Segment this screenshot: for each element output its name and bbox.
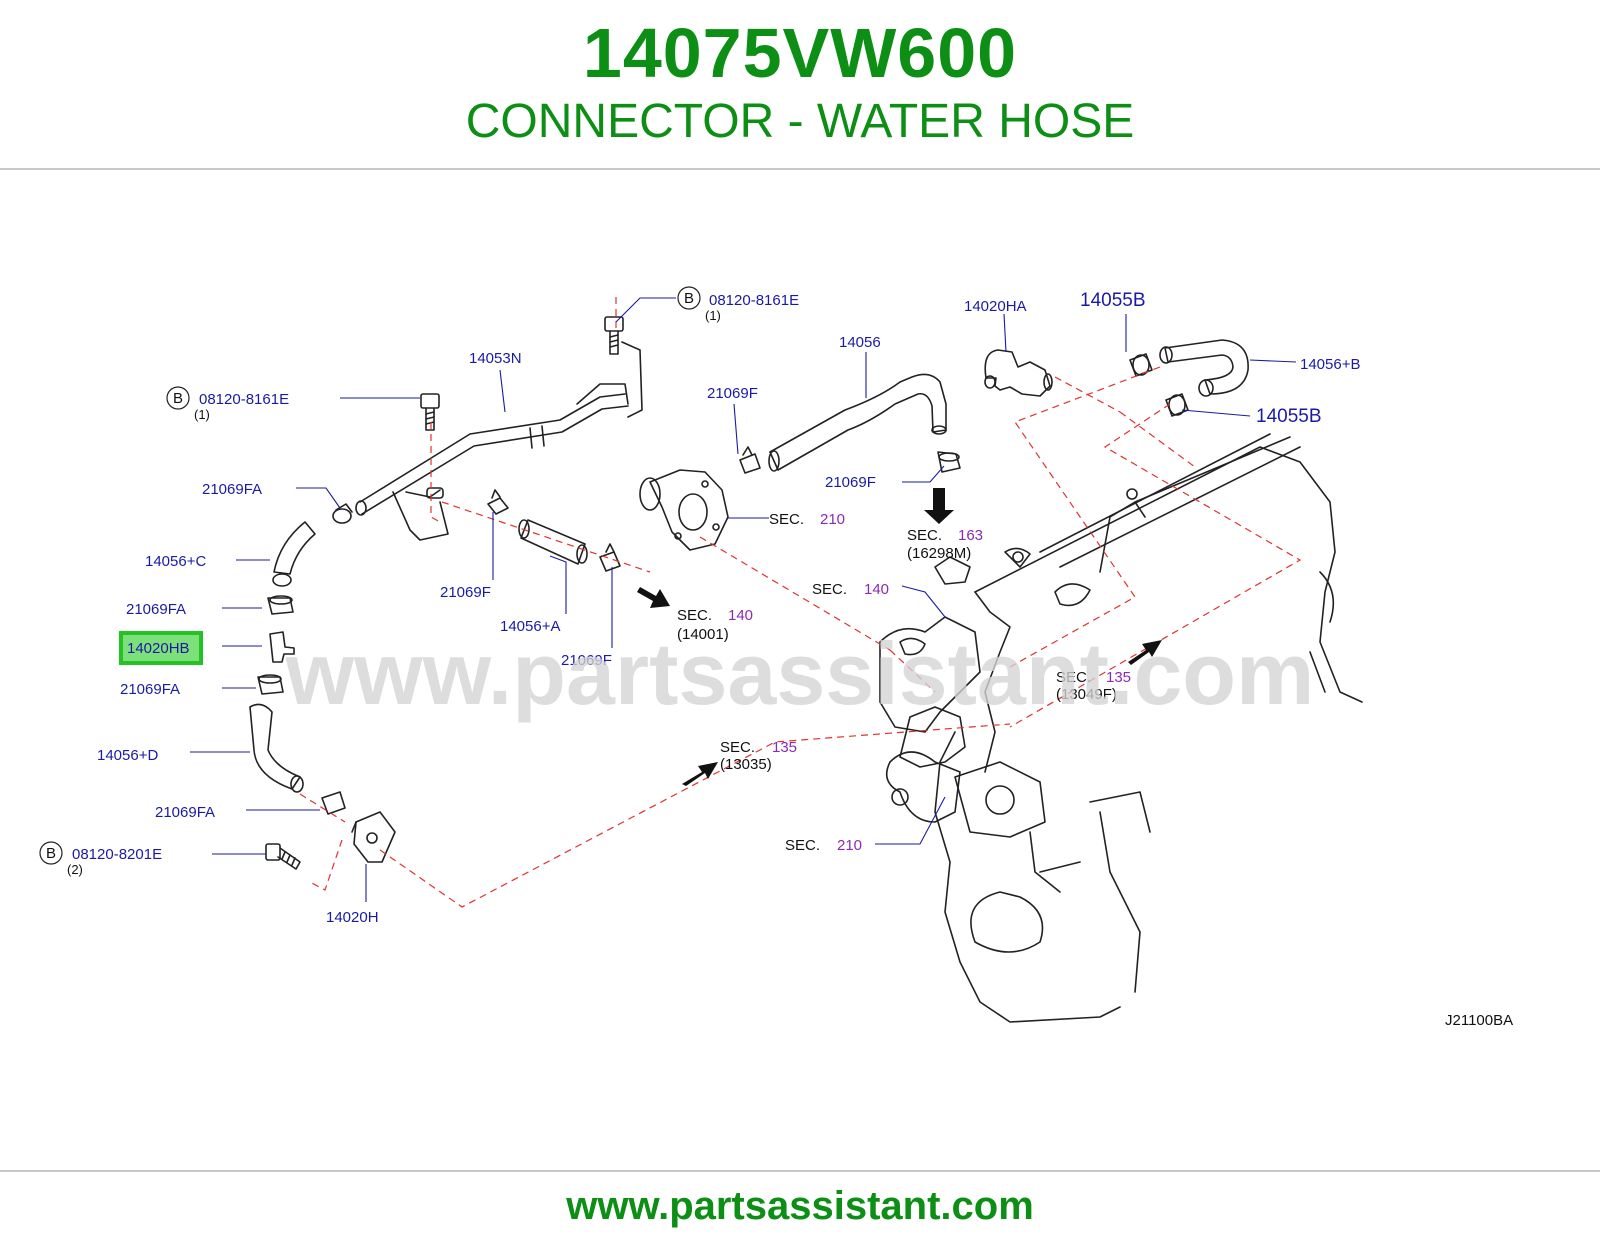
connector-ha-drawing xyxy=(984,349,1053,397)
callout-bolt-top-qty: (1) xyxy=(705,308,721,323)
callout-connector-ha[interactable]: 14020HA xyxy=(964,298,1027,315)
water-pipe-drawing xyxy=(355,341,643,541)
callout-bolt-bottom[interactable]: 08120-8201E xyxy=(72,846,162,863)
svg-text:135: 135 xyxy=(1106,669,1131,686)
svg-text:SEC.: SEC. xyxy=(677,607,712,624)
bolt-left-drawing xyxy=(420,393,440,431)
svg-text:(13035): (13035) xyxy=(720,756,772,773)
svg-text:SEC.: SEC. xyxy=(1056,669,1091,686)
reference-dashed-lines xyxy=(299,297,1302,908)
parts-diagram: B B B 08120-8161E (1) 08120-8161E (1) 08… xyxy=(0,172,1600,1162)
svg-text:B: B xyxy=(46,845,56,862)
callout-hose-main[interactable]: 14056 xyxy=(839,334,881,351)
callout-clamp-f-2[interactable]: 21069F xyxy=(561,652,612,669)
svg-text:(13049F): (13049F) xyxy=(1056,686,1117,703)
watermark-text: www.partsassistant.com xyxy=(285,624,1315,723)
footer-url-link[interactable]: www.partsassistant.com xyxy=(566,1184,1034,1228)
part-number-title: 14075VW600 xyxy=(582,14,1018,92)
svg-text:SEC.: SEC. xyxy=(907,527,942,544)
callout-clamp-fa-2[interactable]: 21069FA xyxy=(126,601,186,618)
callout-clamp-f-4[interactable]: 21069F xyxy=(825,474,876,491)
section-ref-135-b[interactable]: SEC. 135 (13035) xyxy=(720,739,797,773)
callout-hose-a[interactable]: 14056+A xyxy=(500,618,560,635)
left-hose-assembly-drawing xyxy=(249,503,396,863)
hose-b-drawing xyxy=(1129,339,1249,417)
callout-bolt-left-qty: (1) xyxy=(194,407,210,422)
callout-clamp-14055b-1[interactable]: 14055B xyxy=(1080,290,1146,311)
callout-hose-c[interactable]: 14056+C xyxy=(145,553,206,570)
section-ref-163[interactable]: SEC. 163 (16298M) xyxy=(907,527,983,562)
callout-clamp-14055b-2[interactable]: 14055B xyxy=(1256,406,1322,427)
part-name-subtitle: CONNECTOR - WATER HOSE xyxy=(465,95,1135,148)
svg-text:SEC.: SEC. xyxy=(769,511,804,528)
svg-text:SEC.: SEC. xyxy=(720,739,755,756)
callout-bolt-left[interactable]: 08120-8161E xyxy=(199,391,289,408)
hose-a-drawing xyxy=(487,489,621,572)
section-ref-210-b[interactable]: SEC. 210 xyxy=(785,837,862,854)
bolt-bottom-drawing xyxy=(265,843,301,870)
highlight-box xyxy=(119,631,203,665)
callout-clamp-fa-3[interactable]: 21069FA xyxy=(120,681,180,698)
section-ref-135-a[interactable]: SEC. 135 (13049F) xyxy=(1056,669,1131,703)
svg-text:210: 210 xyxy=(837,837,862,854)
svg-text:SEC.: SEC. xyxy=(785,837,820,854)
svg-text:163: 163 xyxy=(958,527,983,544)
leader-lines xyxy=(190,297,1297,902)
engine-block-drawing xyxy=(879,433,1363,1023)
bolt-marker-left: B xyxy=(166,386,190,410)
callout-pipe-14053n[interactable]: 14053N xyxy=(469,350,522,367)
section-ref-140-a[interactable]: SEC. 140 (14001) xyxy=(677,607,753,643)
svg-text:140: 140 xyxy=(728,607,753,624)
callout-clamp-fa-4[interactable]: 21069FA xyxy=(155,804,215,821)
section-ref-210-a[interactable]: SEC. 210 xyxy=(769,511,845,528)
callout-hose-d[interactable]: 14056+D xyxy=(97,747,158,764)
figure-code: J21100BA xyxy=(1445,1012,1513,1029)
svg-text:SEC.: SEC. xyxy=(812,581,847,598)
header-divider xyxy=(0,168,1600,170)
callout-connector-h[interactable]: 14020H xyxy=(326,909,379,926)
callout-bolt-bottom-qty: (2) xyxy=(67,862,83,877)
thermostat-housing-drawing xyxy=(639,469,729,551)
callout-hose-b[interactable]: 14056+B xyxy=(1300,356,1360,373)
svg-text:210: 210 xyxy=(820,511,845,528)
svg-text:B: B xyxy=(173,390,183,407)
section-arrows xyxy=(637,488,1162,786)
bolt-marker-top: B xyxy=(677,286,701,310)
arrow-sec-140 xyxy=(637,587,670,608)
callout-clamp-f-3[interactable]: 21069F xyxy=(707,385,758,402)
callout-clamp-fa-1[interactable]: 21069FA xyxy=(202,481,262,498)
arrow-sec-135-right xyxy=(1128,640,1162,665)
svg-text:140: 140 xyxy=(864,581,889,598)
svg-text:(16298M): (16298M) xyxy=(907,545,971,562)
callout-bolt-top[interactable]: 08120-8161E xyxy=(709,292,799,309)
svg-text:(14001): (14001) xyxy=(677,626,729,643)
diagram-canvas: B B B 08120-8161E (1) 08120-8161E (1) 08… xyxy=(39,286,1513,1029)
hose-main-drawing xyxy=(739,373,961,474)
svg-text:135: 135 xyxy=(772,739,797,756)
arrow-down-sec-163 xyxy=(924,488,954,524)
callout-connector-hb[interactable]: 14020HB xyxy=(127,640,190,657)
bolt-top-drawing xyxy=(604,316,624,355)
bolt-marker-bottom: B xyxy=(39,841,63,865)
svg-text:B: B xyxy=(684,290,694,307)
arrow-sec-135-left xyxy=(682,762,718,786)
section-ref-140-b[interactable]: SEC. 140 xyxy=(812,581,889,598)
page-header: 14075VW600 CONNECTOR - WATER HOSE xyxy=(0,0,1600,168)
footer-divider xyxy=(0,1170,1600,1172)
callout-clamp-f-1[interactable]: 21069F xyxy=(440,584,491,601)
